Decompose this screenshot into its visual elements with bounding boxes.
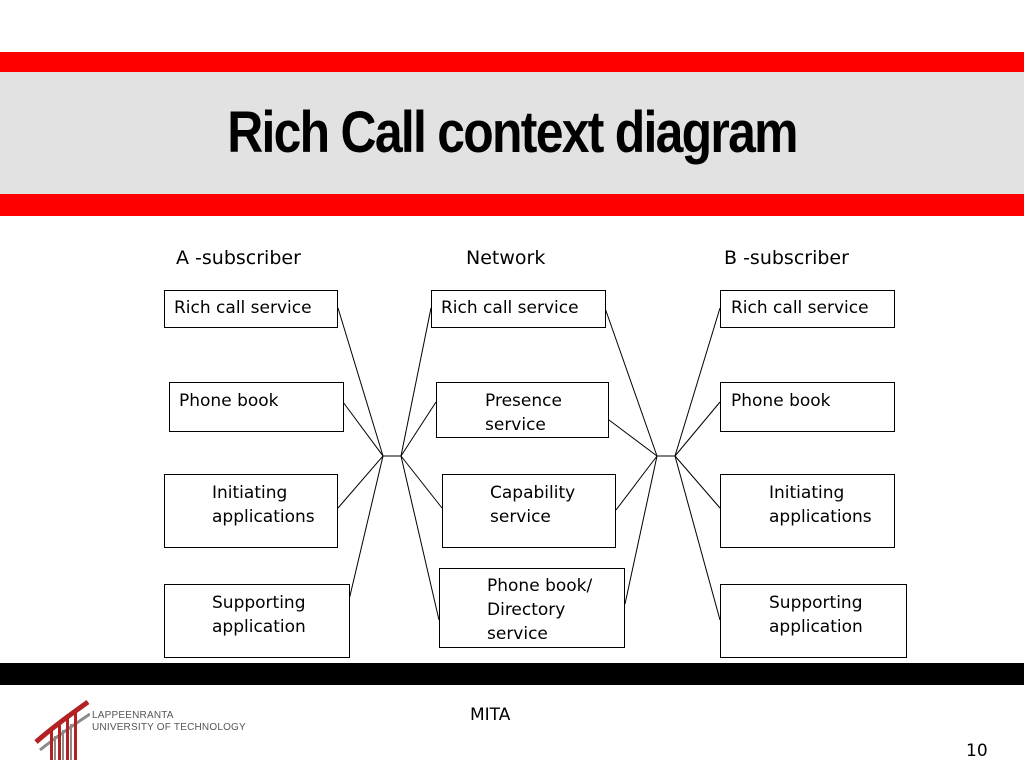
column-heading-b-subscriber: B -subscriber — [724, 247, 849, 269]
a-phone-book-box: Phone book — [169, 382, 344, 432]
connector-net-capability-right — [615, 455, 658, 511]
title-band — [0, 72, 1024, 194]
network-directory-service-box: Phone book/ Directory service — [439, 568, 625, 648]
connector-net-rich-call-left — [400, 307, 432, 457]
logo-text-line-1: LAPPEENRANTA — [92, 710, 174, 721]
logo-text-line-2: UNIVERSITY OF TECHNOLOGY — [92, 722, 246, 733]
connector-net-capability-left — [400, 455, 443, 509]
network-rich-call-service-box: Rich call service — [431, 290, 606, 328]
bottom-red-band — [0, 194, 1024, 216]
connector-b-initiating — [674, 455, 721, 509]
b-rich-call-service-box: Rich call service — [720, 290, 895, 328]
a-supporting-application-box: Supporting application — [164, 584, 350, 658]
a-rich-call-service-box: Rich call service — [164, 290, 338, 328]
network-capability-service-box: Capability service — [442, 474, 616, 548]
connector-net-directory-left — [400, 455, 440, 621]
slide-title: Rich Call context diagram — [227, 100, 798, 165]
page-number: 10 — [966, 741, 988, 761]
connector-net-presence-right — [608, 419, 658, 457]
column-heading-a-subscriber: A -subscriber — [176, 247, 301, 269]
connector-a-supporting — [348, 455, 384, 601]
a-initiating-applications-box: Initiating applications — [164, 474, 338, 548]
connector-net-rich-call-right — [604, 307, 658, 457]
connector-a-rich-call — [337, 307, 384, 457]
column-heading-network: Network — [466, 247, 546, 269]
top-red-band — [0, 52, 1024, 72]
connector-net-presence-left — [400, 401, 437, 457]
connector-b-rich-call — [674, 307, 721, 457]
connector-b-supporting — [674, 455, 721, 621]
university-logo-mark-icon — [34, 699, 90, 760]
footer-label: MITA — [470, 705, 511, 725]
b-supporting-application-box: Supporting application — [720, 584, 907, 658]
connector-a-phone-book — [342, 401, 384, 457]
connector-net-directory-right — [624, 455, 658, 605]
university-logo: LAPPEENRANTA UNIVERSITY OF TECHNOLOGY — [34, 696, 254, 762]
b-phone-book-box: Phone book — [720, 382, 895, 432]
b-initiating-applications-box: Initiating applications — [720, 474, 895, 548]
footer-bar — [0, 663, 1024, 685]
network-presence-service-box: Presence service — [436, 382, 609, 438]
connector-b-phone-book — [674, 401, 721, 457]
connector-a-initiating — [337, 455, 384, 509]
